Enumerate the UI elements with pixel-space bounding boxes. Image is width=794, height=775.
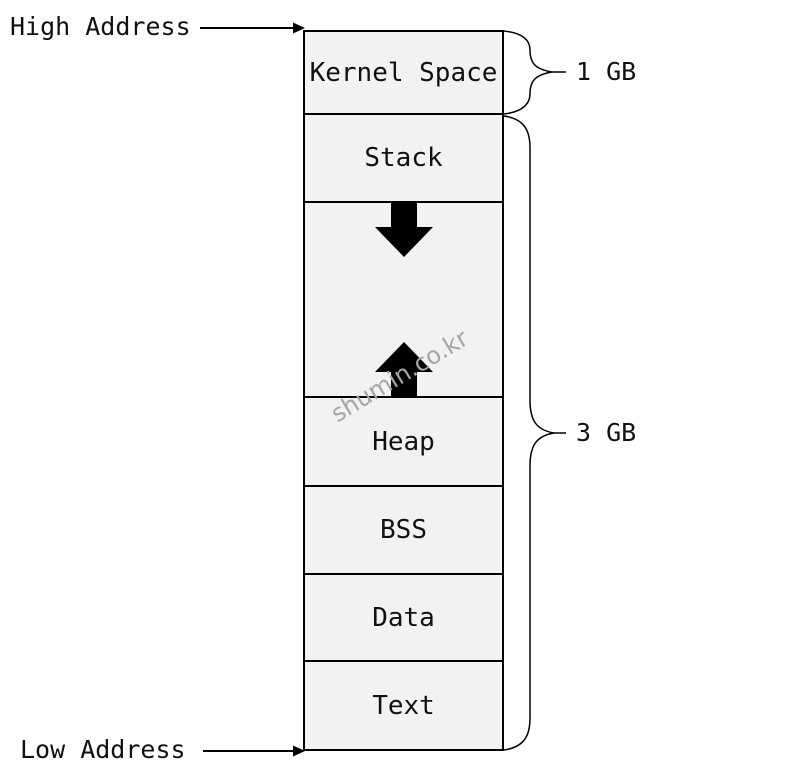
section-text: Text (305, 662, 502, 749)
section-label: Data (372, 602, 435, 633)
high-address-label: High Address (10, 12, 191, 41)
section-bss: BSS (305, 487, 502, 575)
section-heap: Heap (305, 398, 502, 487)
user-size-brace (503, 115, 555, 751)
section-label: Heap (372, 426, 435, 457)
section-stack: Stack (305, 115, 502, 203)
kernel-size-brace (503, 30, 553, 115)
section-label: Kernel Space (309, 57, 498, 88)
section-kernel-space: Kernel Space (305, 32, 502, 115)
low-address-label: Low Address (20, 735, 186, 764)
down-arrow-icon (374, 203, 433, 257)
kernel-size-label: 1 GB (576, 57, 637, 86)
section-free-space (305, 203, 502, 398)
section-data: Data (305, 575, 502, 662)
up-arrow-icon (374, 342, 433, 396)
memory-column: Kernel Space Stack Heap BSS Data Text (303, 30, 504, 751)
section-label: Stack (364, 143, 443, 173)
section-label: BSS (380, 515, 427, 545)
section-label: Text (372, 690, 435, 721)
user-size-label: 3 GB (576, 418, 637, 447)
